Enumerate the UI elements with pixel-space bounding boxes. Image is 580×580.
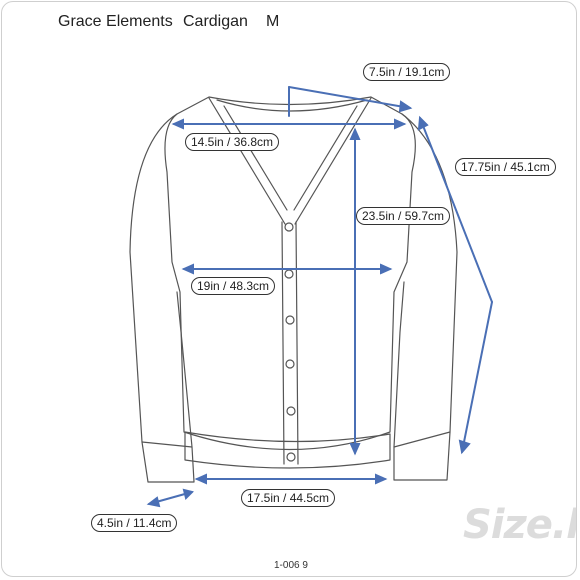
arrowhead <box>182 488 194 500</box>
v-neck-inner-right <box>293 105 358 211</box>
arrowhead <box>181 263 194 275</box>
size-label: M <box>266 13 280 30</box>
buttons <box>284 222 296 462</box>
button <box>285 359 295 369</box>
brand-name: Grace Elements <box>58 13 173 30</box>
length-label: 23.5in / 59.7cm <box>356 207 451 225</box>
placket-right <box>295 221 299 465</box>
hem-band <box>184 431 391 469</box>
arrowhead <box>380 263 393 275</box>
sleeve-line <box>419 117 493 303</box>
cuff-label: 4.5in / 11.4cm <box>91 514 178 532</box>
right-cuff <box>393 431 451 448</box>
arrowhead <box>171 118 184 130</box>
arrowhead <box>398 100 413 113</box>
sizely-logo: Size.ly <box>463 502 576 548</box>
arrowhead <box>375 473 388 485</box>
v-neck-right <box>294 97 372 225</box>
shoulder-line <box>288 86 411 109</box>
arrowhead <box>394 118 407 130</box>
sleeve-line-lower <box>461 301 493 453</box>
v-neck-left <box>208 97 286 225</box>
cardigan-outline <box>164 96 416 451</box>
item-name: Cardigan <box>183 13 248 30</box>
sleeve-label: 17.75in / 45.1cm <box>455 158 556 176</box>
button <box>286 406 296 416</box>
arrowhead <box>349 127 361 140</box>
button <box>284 269 294 279</box>
right-sleeve <box>393 113 458 481</box>
arrowhead <box>458 439 471 455</box>
hem-label: 17.5in / 44.5cm <box>241 489 336 507</box>
across-label: 14.5in / 36.8cm <box>185 133 280 151</box>
item-code: 1-006 9 <box>274 560 308 571</box>
arrowhead <box>146 496 161 508</box>
neckline <box>216 99 368 112</box>
v-neck-inner-left <box>223 105 288 211</box>
button <box>285 315 295 325</box>
arrowhead <box>417 115 429 131</box>
arrowhead <box>349 443 361 456</box>
button <box>286 452 296 462</box>
left-cuff <box>141 441 193 448</box>
button <box>284 222 294 232</box>
shoulder-label: 7.5in / 19.1cm <box>363 63 451 81</box>
arrowhead <box>194 473 207 485</box>
chest-label: 19in / 48.3cm <box>191 277 276 295</box>
placket-left <box>281 221 285 465</box>
left-sleeve <box>129 113 195 483</box>
